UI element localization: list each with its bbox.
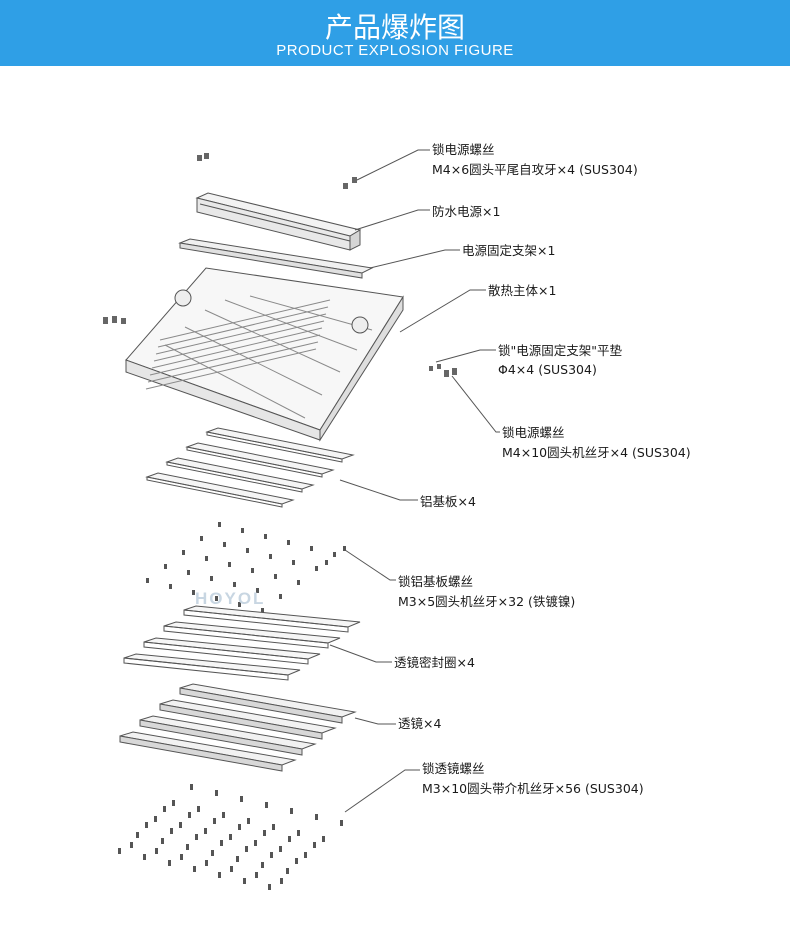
label-psu-screw: 锁电源螺丝 [432, 142, 495, 157]
label-lens-screw-spec: M3×10圆头带介机丝牙×56 (SUS304) [422, 781, 644, 796]
label-power-supply: 防水电源×1 [432, 204, 500, 219]
label-heatsink: 散热主体×1 [488, 283, 556, 298]
board-screws [146, 522, 346, 613]
label-board-screw-spec: M3×5圆头机丝牙×32 (铁镀镍) [398, 594, 575, 609]
aluminum-boards-part [145, 427, 355, 508]
side-screws [103, 316, 457, 377]
lens-screws [118, 784, 343, 890]
label-aluminum-board: 铝基板×4 [420, 494, 476, 509]
lenses-part [119, 683, 357, 772]
page-title: 产品爆炸图 [324, 11, 465, 44]
label-lens: 透镜×4 [398, 716, 441, 731]
lens-gaskets-part [123, 605, 361, 681]
watermark: HOYOL [195, 589, 265, 608]
label-psu-screw-spec: M4×6圆头平尾自攻牙×4 (SUS304) [432, 162, 638, 177]
label-washer-spec: Φ4×4 (SUS304) [498, 362, 597, 377]
label-bracket: 电源固定支架×1 [462, 243, 555, 258]
leader-lines [329, 149, 500, 813]
label-bracket-screw-spec: M4×10圆头机丝牙×4 (SUS304) [502, 445, 691, 460]
label-washer: 锁"电源固定支架"平垫 [498, 343, 622, 358]
explosion-diagram: HOYOL 锁电源螺丝 M4×6圆头平尾自攻牙×4 (SUS304) 防水电源×… [103, 142, 691, 890]
heatsink-body-part [125, 267, 404, 442]
label-board-screw: 锁铝基板螺丝 [398, 574, 473, 589]
part-labels: 锁电源螺丝 M4×6圆头平尾自攻牙×4 (SUS304) 防水电源×1 电源固定… [394, 142, 691, 796]
top-screws [197, 153, 357, 189]
header-banner: 产品爆炸图 PRODUCT EXPLOSION FIGURE [0, 0, 790, 66]
page-subtitle: PRODUCT EXPLOSION FIGURE [276, 42, 514, 59]
label-lens-screw: 锁透镜螺丝 [422, 761, 485, 776]
label-bracket-screw: 锁电源螺丝 [502, 425, 565, 440]
power-supply-part [195, 192, 362, 251]
label-gasket: 透镜密封圈×4 [394, 655, 475, 670]
